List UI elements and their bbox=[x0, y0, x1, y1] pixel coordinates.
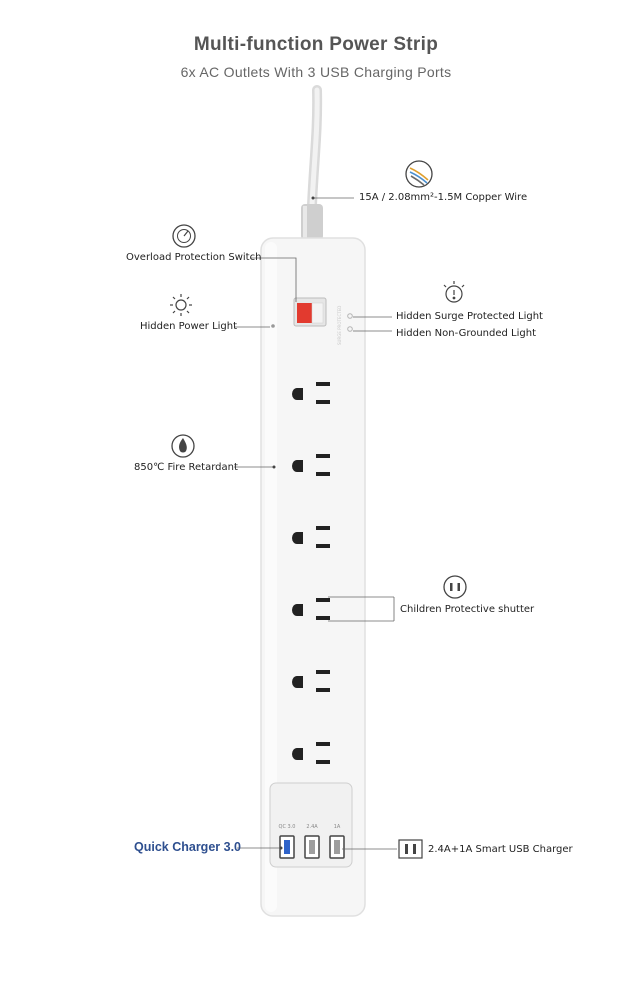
copper-wire-icon bbox=[405, 160, 433, 188]
surge-light-label: Hidden Surge Protected Light bbox=[396, 311, 543, 322]
usb-port-1a bbox=[329, 835, 345, 859]
ac-outlet bbox=[292, 742, 330, 764]
page-title: Multi-function Power Strip bbox=[193, 34, 439, 55]
quick-charger-label: Quick Charger 3.0 bbox=[134, 840, 241, 854]
non-grounded-light bbox=[347, 326, 353, 332]
child-shutter-label: Children Protective shutter bbox=[400, 604, 535, 615]
ac-outlet bbox=[292, 526, 330, 548]
non-grounded-light-label: Hidden Non-Grounded Light bbox=[396, 328, 536, 339]
overload-switch-label: Overload Protection Switch bbox=[126, 252, 262, 263]
copper-wire-label: 15A / 2.08mm²-1.5M Copper Wire bbox=[359, 192, 528, 203]
flame-icon bbox=[171, 434, 195, 458]
surge-light bbox=[347, 313, 353, 319]
svg-text:SURGE PROTECTED: SURGE PROTECTED bbox=[337, 306, 342, 345]
usb-charger-label: 2.4A+1A Smart USB Charger bbox=[428, 844, 573, 855]
usb-label: 2.4A bbox=[306, 824, 318, 830]
ac-outlet bbox=[292, 598, 330, 620]
warning-bulb-icon bbox=[443, 281, 465, 303]
power-strip-body bbox=[260, 237, 366, 917]
outlet-shutter-icon bbox=[443, 575, 467, 599]
usb-charger-icon bbox=[398, 839, 423, 859]
gauge-icon bbox=[172, 224, 196, 248]
usb-label: 1A bbox=[334, 824, 341, 830]
ac-outlet bbox=[292, 670, 330, 692]
ac-outlet bbox=[292, 454, 330, 476]
fire-retardant-label: 850℃ Fire Retardant bbox=[134, 462, 238, 473]
ac-outlet bbox=[292, 382, 330, 404]
ac-outlets bbox=[292, 382, 330, 764]
usb-label: QC 3.0 bbox=[279, 824, 296, 830]
usb-port-2-4a bbox=[304, 835, 320, 859]
page-subtitle: 6x AC Outlets With 3 USB Charging Ports bbox=[180, 64, 452, 80]
sun-icon bbox=[170, 294, 192, 316]
power-light bbox=[271, 324, 275, 328]
power-light-label: Hidden Power Light bbox=[140, 321, 238, 332]
